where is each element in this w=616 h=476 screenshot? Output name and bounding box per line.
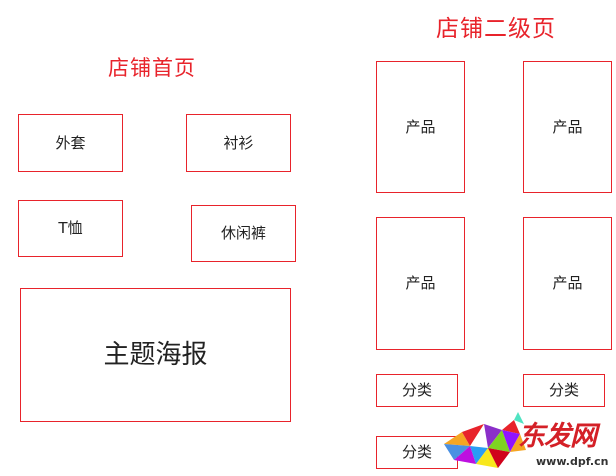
watermark-logo: 东发网 www.dpf.cn [440, 410, 616, 476]
product-label: 产品 [405, 274, 436, 292]
bull-logo-icon [444, 412, 526, 468]
category-box-3[interactable]: 分类 [376, 436, 458, 469]
product-box-3[interactable]: 产品 [376, 217, 465, 350]
watermark-url: www.dpf.cn [536, 455, 609, 468]
secondary-title: 店铺二级页 [436, 16, 556, 42]
watermark-name: 东发网 [518, 421, 597, 452]
category-label: 分类 [401, 381, 432, 399]
category-box-shirt[interactable]: 衬衫 [186, 114, 291, 172]
product-box-1[interactable]: 产品 [376, 61, 465, 193]
category-label-tshirt: T恤 [58, 219, 83, 237]
category-label: 分类 [401, 443, 432, 461]
category-label-coat: 外套 [55, 133, 86, 152]
category-box-tshirt[interactable]: T恤 [18, 200, 123, 257]
theme-poster-box[interactable]: 主题海报 [20, 288, 291, 422]
category-label-shirt: 衬衫 [223, 133, 254, 152]
category-label: 分类 [548, 381, 579, 399]
theme-poster-label: 主题海报 [103, 340, 208, 370]
product-label: 产品 [552, 274, 583, 292]
product-box-4[interactable]: 产品 [523, 217, 612, 350]
category-box-pants[interactable]: 休闲裤 [191, 205, 296, 262]
category-label-pants: 休闲裤 [220, 224, 266, 242]
category-box-coat[interactable]: 外套 [18, 114, 123, 172]
category-box-1[interactable]: 分类 [376, 374, 458, 407]
category-box-2[interactable]: 分类 [523, 374, 605, 407]
product-label: 产品 [405, 117, 436, 136]
product-label: 产品 [552, 117, 583, 136]
product-box-2[interactable]: 产品 [523, 61, 612, 193]
home-title: 店铺首页 [108, 56, 196, 80]
